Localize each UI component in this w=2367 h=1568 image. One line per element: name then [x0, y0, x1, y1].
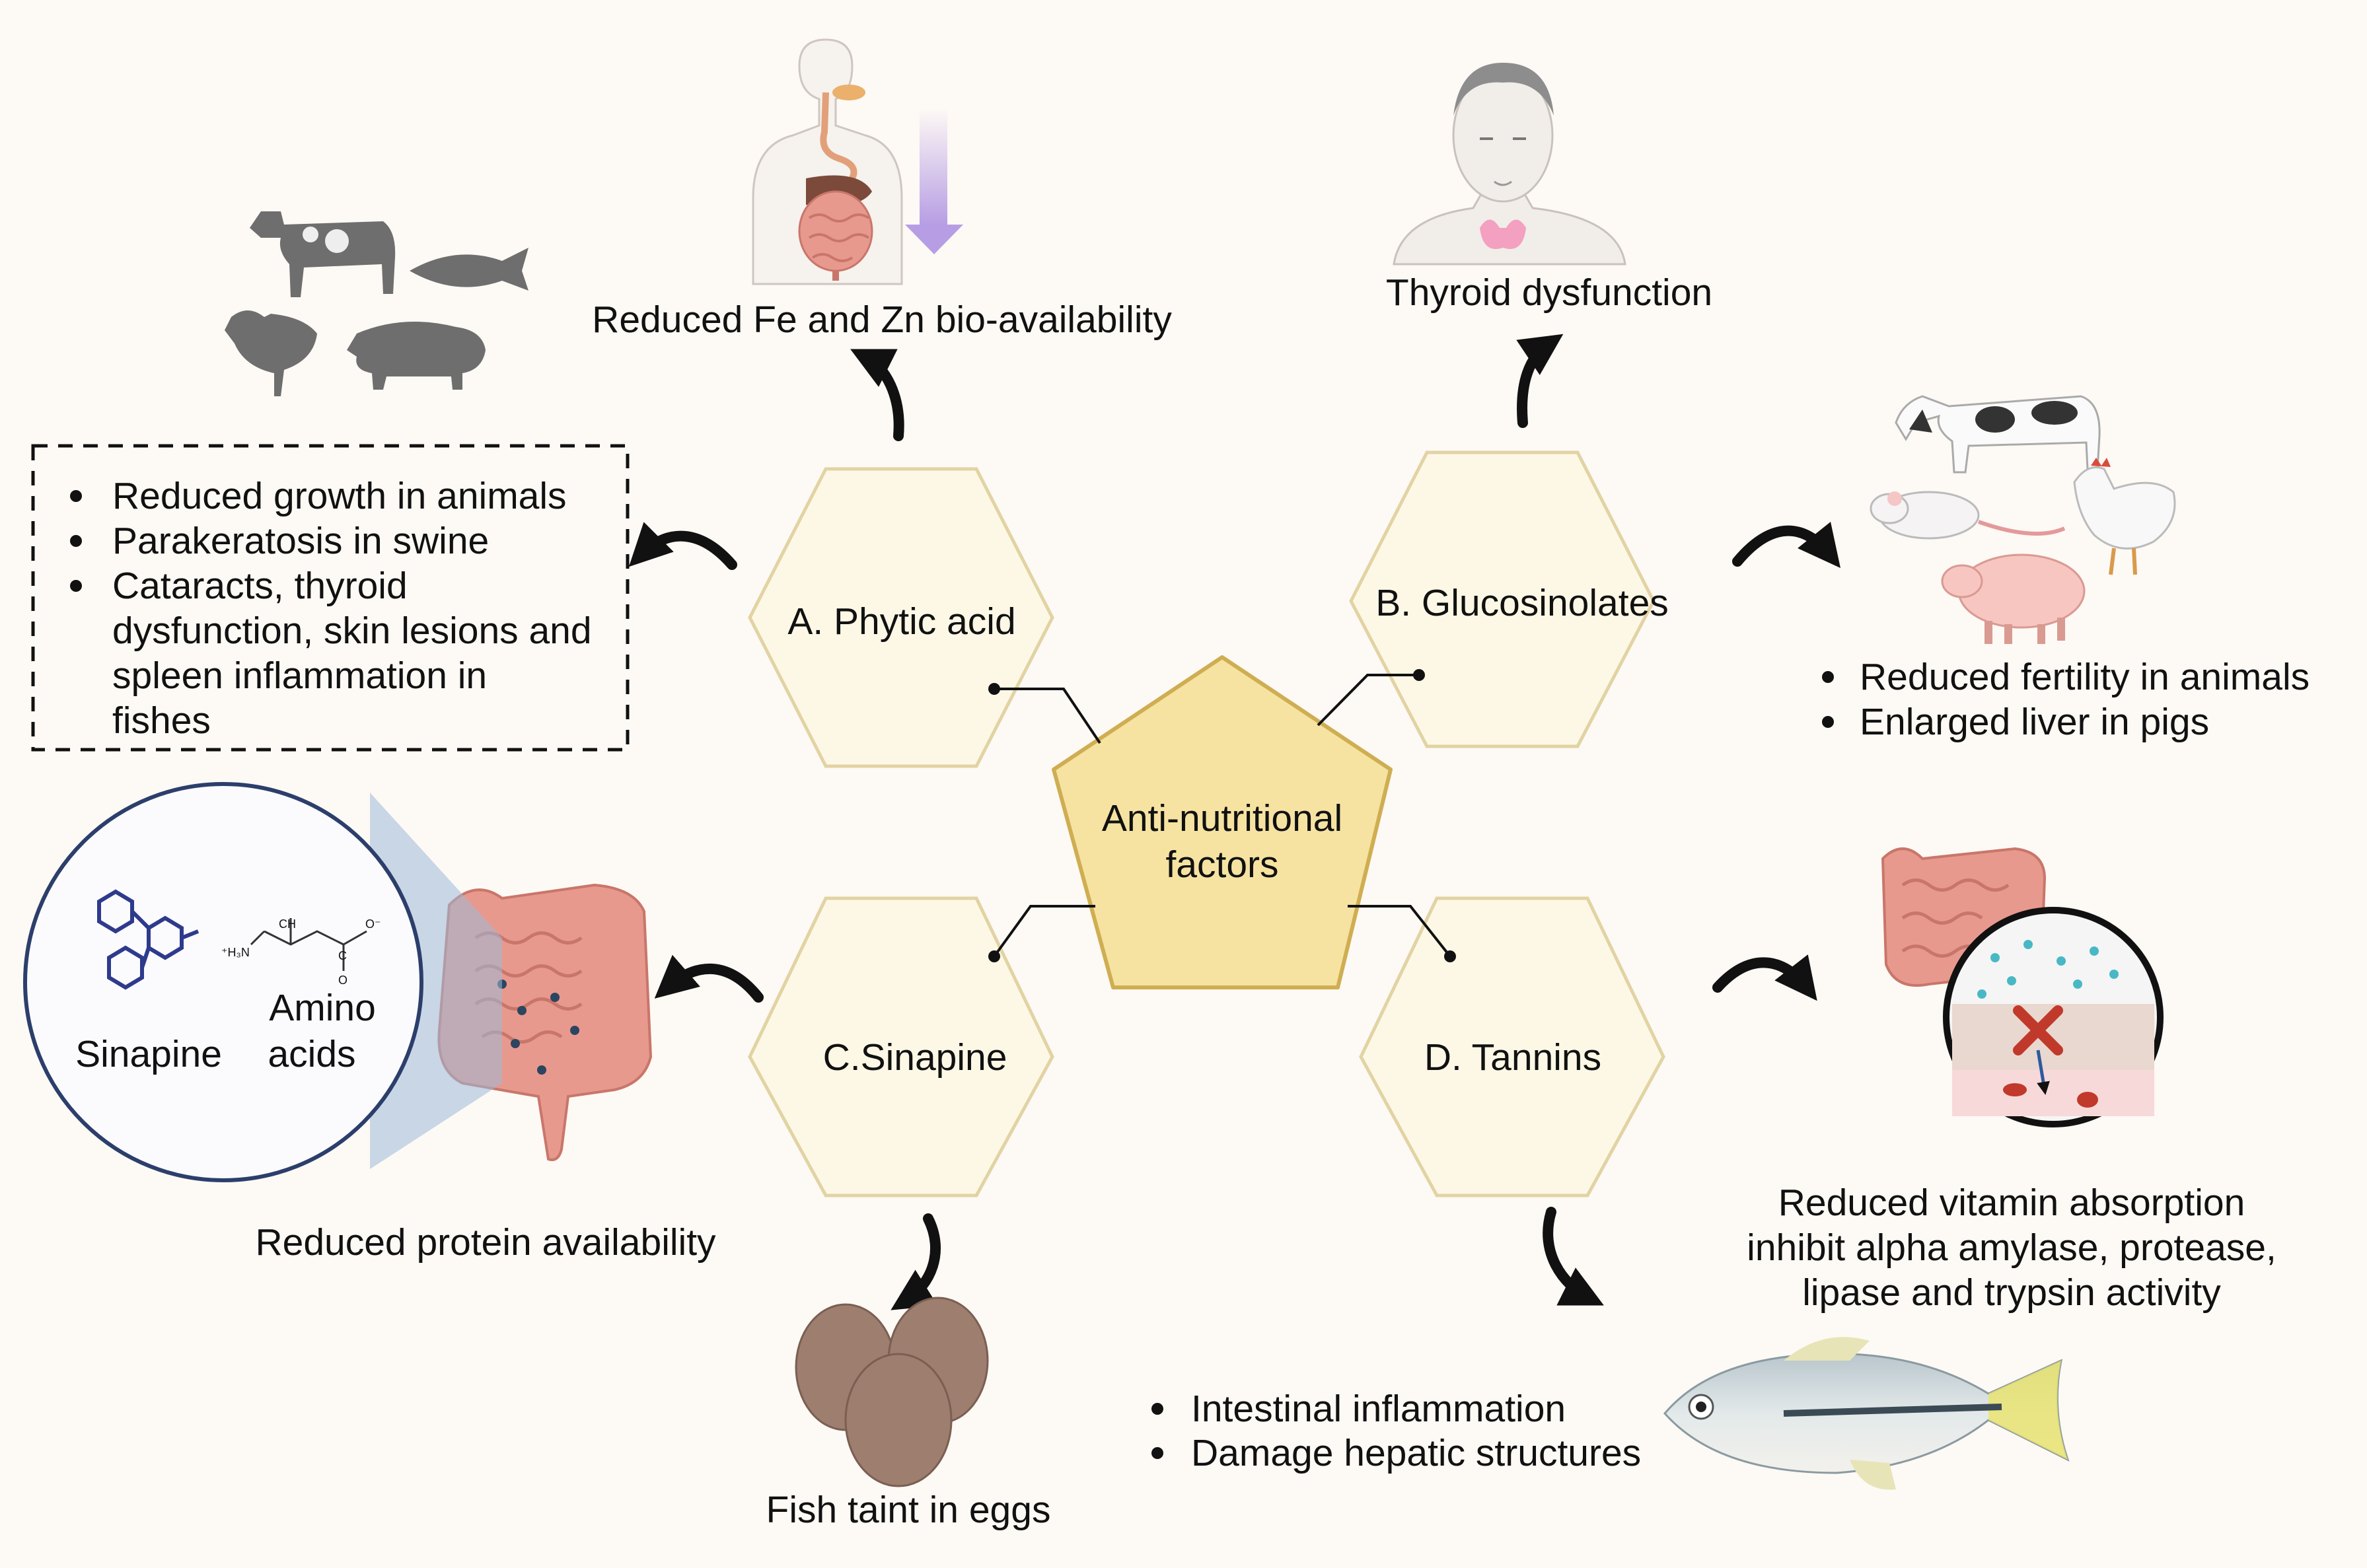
formula-c: C: [338, 949, 347, 962]
fish-effect-item: Intestinal inflammation: [1191, 1388, 1566, 1430]
eggs-illustration: [795, 1297, 989, 1487]
blocked-cross-icon: [2013, 1005, 2063, 1055]
animals-effect-item: Reduced growth in animals: [112, 475, 567, 517]
animals-effects-list: Reduced growth in animals Parakeratosis …: [70, 475, 592, 742]
hexagon-phytic-acid: [748, 467, 1054, 768]
factor-label-sinapine: C.Sinapine: [823, 1036, 1007, 1079]
inset-label-amino-line1: Amino: [269, 987, 376, 1029]
fish-illustration: [1663, 1337, 2070, 1490]
animals-effect-item: Cataracts, thyroid: [112, 565, 408, 607]
vitamin-effect-line: Reduced vitamin absorption: [1778, 1182, 2245, 1224]
arrow-to-vitamin: [1712, 954, 1817, 1001]
fish-silhouette: [410, 248, 528, 291]
arrow-to-eggs: [891, 1213, 941, 1310]
sinapine-molecule: [97, 889, 200, 990]
chicken-silhouette: [225, 310, 317, 396]
center-label-line2: factors: [1165, 843, 1278, 886]
fish-effect-item: Damage hepatic structures: [1191, 1432, 1641, 1474]
factor-label-phytic-acid: A. Phytic acid: [787, 600, 1015, 643]
center-label-line1: Anti-nutritional: [1102, 797, 1342, 839]
curved-arrows: [628, 334, 1841, 1310]
factor-label-tannins: D. Tannins: [1424, 1036, 1601, 1079]
fertility-effect-item: Reduced fertility in animals: [1860, 656, 2310, 698]
animals-effect-item: fishes: [112, 699, 211, 742]
arrow-to-fertility: [1732, 522, 1841, 568]
rat-color: [1870, 491, 2066, 540]
animals-effect-item: spleen inflammation in: [112, 655, 487, 697]
cow-color: [1895, 395, 2101, 474]
farm-animals-silhouettes: [225, 211, 528, 396]
hexagon-glucosinolates: [1349, 450, 1656, 748]
formula-amine: ⁺H₃N: [221, 946, 250, 959]
effect-fish-taint: Fish taint in eggs: [766, 1489, 1051, 1531]
arrow-to-thyroid: [1516, 334, 1564, 428]
arrow-to-animals-box: [628, 522, 737, 570]
animals-effects-box: [31, 444, 630, 752]
inset-circle: CH ⁺H₃N C O⁻ O Sinapine Amino acids: [23, 782, 423, 1182]
purple-down-arrow-shaft: [920, 109, 947, 225]
formula-ch: CH: [279, 917, 296, 931]
absorption-cross-section: [1943, 907, 2164, 1127]
inset-label-amino-line2: acids: [268, 1033, 355, 1075]
hexagon-sinapine: [748, 896, 1054, 1197]
vitamin-effect-line: inhibit alpha amylase, protease,: [1747, 1227, 2276, 1269]
effect-fe-zn: Reduced Fe and Zn bio-availability: [592, 299, 1172, 341]
vitamin-effect-line: lipase and trypsin activity: [1802, 1271, 2221, 1314]
connector-phytic-acid: [994, 688, 1101, 744]
factor-label-glucosinolates: B. Glucosinolates: [1375, 582, 1669, 624]
fertility-effects-list: Reduced fertility in animals Enlarged li…: [1822, 656, 2310, 743]
inset-label-sinapine: Sinapine: [75, 1033, 222, 1075]
connector-dot-sinapine: [988, 950, 1000, 962]
cow-silhouette: [250, 211, 396, 297]
connector-dot-glucosinolates: [1413, 669, 1425, 681]
effect-thyroid: Thyroid dysfunction: [1386, 271, 1712, 314]
connector-dot-tannins: [1444, 950, 1456, 962]
hexagon-tannins: [1359, 896, 1665, 1197]
arrow-to-protein: [654, 954, 764, 1003]
amino-acid-structure: [250, 918, 367, 971]
piglet-color: [1941, 553, 2086, 644]
formula-o-minus: O⁻: [365, 917, 381, 931]
purple-down-arrow-head: [905, 225, 963, 254]
pig-silhouette: [347, 322, 486, 390]
connector-dot-phytic: [988, 683, 1000, 695]
fertility-effect-item: Enlarged liver in pigs: [1860, 701, 2209, 743]
animals-effect-item: Parakeratosis in swine: [112, 520, 489, 562]
connector-lines: [993, 674, 1451, 958]
center-pentagon: [1052, 655, 1393, 989]
hen-color: [2073, 458, 2176, 575]
connector-glucosinolates: [1317, 674, 1419, 727]
farm-animals-colored: [1870, 395, 2176, 644]
arrow-to-fe-zn: [850, 349, 904, 441]
formula-o: O: [338, 974, 347, 987]
human-digestive-illustration: [752, 38, 903, 285]
zoom-wedge: [370, 793, 502, 1169]
arrow-to-fish: [1543, 1207, 1604, 1306]
effect-protein: Reduced protein availability: [255, 1221, 716, 1264]
animals-effect-item: dysfunction, skin lesions and: [112, 610, 592, 652]
vitamin-effects: Reduced vitamin absorption inhibit alpha…: [1747, 1182, 2276, 1314]
connector-tannins: [1348, 905, 1451, 958]
fish-effects-list: Intestinal inflammation Damage hepatic s…: [1151, 1388, 1641, 1474]
human-head-thyroid-illustration: [1393, 63, 1626, 266]
connector-sinapine: [993, 905, 1095, 958]
